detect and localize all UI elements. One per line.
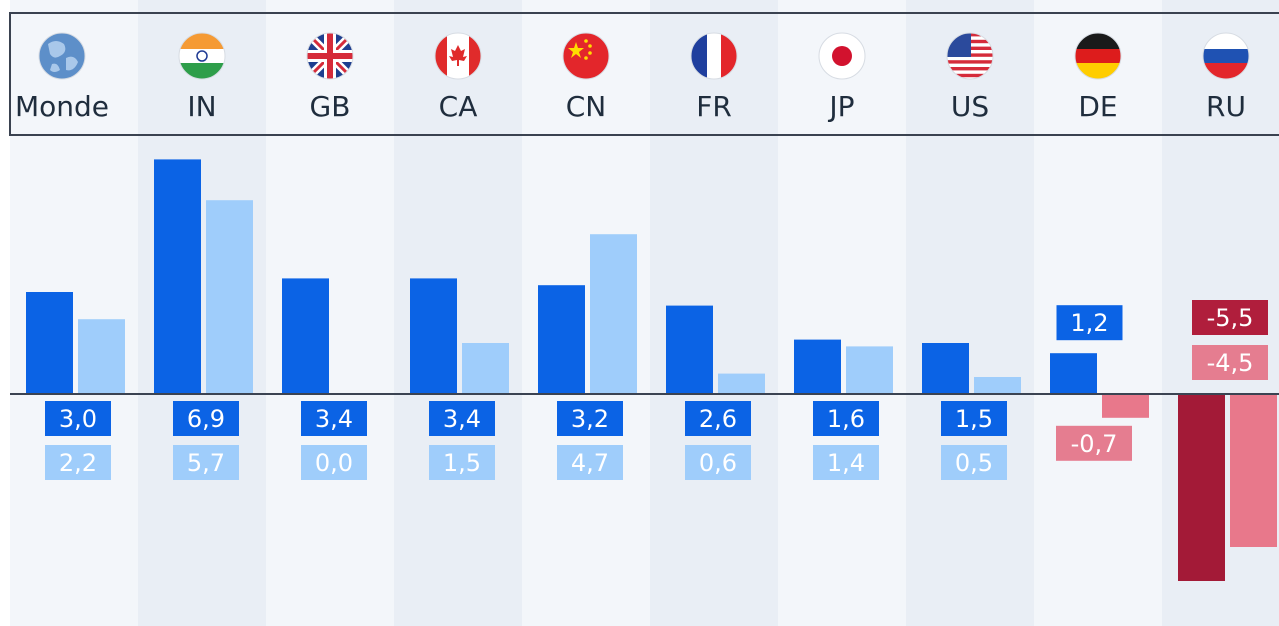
svg-text:0,5: 0,5 bbox=[955, 449, 993, 477]
svg-text:-0,7: -0,7 bbox=[1071, 430, 1118, 458]
bar-series2-de bbox=[1102, 394, 1149, 418]
bar-series1-ru bbox=[1178, 394, 1225, 581]
value-label-series1-monde: 3,0 bbox=[45, 401, 111, 436]
svg-text:1,5: 1,5 bbox=[443, 449, 481, 477]
bar-series2-us bbox=[974, 377, 1021, 394]
bar-series1-ca bbox=[410, 278, 457, 394]
bar-series1-gb bbox=[282, 278, 329, 394]
bar-series1-in bbox=[154, 159, 201, 394]
value-label-series2-ru: -4,5 bbox=[1192, 345, 1268, 380]
column-band-jp bbox=[778, 0, 906, 626]
russia-flag-icon bbox=[1202, 32, 1250, 80]
svg-text:1,6: 1,6 bbox=[827, 405, 865, 433]
bar-series1-de bbox=[1050, 353, 1097, 394]
value-label-series2-jp: 1,4 bbox=[813, 445, 879, 480]
svg-text:1,5: 1,5 bbox=[955, 405, 993, 433]
svg-text:3,0: 3,0 bbox=[59, 405, 97, 433]
value-label-series2-fr: 0,6 bbox=[685, 445, 751, 480]
svg-text:-4,5: -4,5 bbox=[1207, 349, 1254, 377]
svg-text:0,0: 0,0 bbox=[315, 449, 353, 477]
canada-flag-icon bbox=[434, 32, 482, 80]
category-label-de: DE bbox=[1078, 90, 1117, 123]
bar-series2-monde bbox=[78, 319, 125, 394]
bar-series1-us bbox=[922, 343, 969, 394]
bar-series2-in bbox=[206, 200, 253, 394]
bar-series2-jp bbox=[846, 346, 893, 394]
svg-text:4,7: 4,7 bbox=[571, 449, 609, 477]
value-label-series1-in: 6,9 bbox=[173, 401, 239, 436]
value-label-series2-us: 0,5 bbox=[941, 445, 1007, 480]
header-border bbox=[9, 12, 1279, 136]
value-label-series2-in: 5,7 bbox=[173, 445, 239, 480]
china-flag-icon bbox=[562, 32, 610, 80]
value-label-series1-fr: 2,6 bbox=[685, 401, 751, 436]
japan-flag-icon bbox=[818, 32, 866, 80]
svg-text:3,2: 3,2 bbox=[571, 405, 609, 433]
svg-text:6,9: 6,9 bbox=[187, 405, 225, 433]
value-label-series1-de: 1,2 bbox=[1056, 305, 1123, 341]
value-label-series2-de: -0,7 bbox=[1056, 425, 1132, 461]
value-label-series1-cn: 3,2 bbox=[557, 401, 623, 436]
category-label-gb: GB bbox=[310, 90, 351, 123]
bar-series2-ru bbox=[1230, 394, 1277, 547]
svg-text:1,4: 1,4 bbox=[827, 449, 865, 477]
bar-series1-fr bbox=[666, 305, 713, 394]
column-band-us bbox=[906, 0, 1034, 626]
category-label-cn: CN bbox=[566, 90, 607, 123]
uk-flag-icon bbox=[306, 32, 354, 80]
bar-series1-monde bbox=[26, 292, 73, 394]
svg-text:0,6: 0,6 bbox=[699, 449, 737, 477]
value-label-series1-us: 1,5 bbox=[941, 401, 1007, 436]
category-label-us: US bbox=[951, 90, 989, 123]
svg-text:3,4: 3,4 bbox=[443, 405, 481, 433]
category-label-fr: FR bbox=[696, 90, 732, 123]
category-label-in: IN bbox=[187, 90, 216, 123]
svg-text:3,4: 3,4 bbox=[315, 405, 353, 433]
india-flag-icon bbox=[178, 32, 226, 80]
globe-icon bbox=[38, 32, 86, 80]
value-label-series2-monde: 2,2 bbox=[45, 445, 111, 480]
category-label-ca: CA bbox=[439, 90, 478, 123]
value-label-series2-gb: 0,0 bbox=[301, 445, 367, 480]
bar-series2-ca bbox=[462, 343, 509, 394]
usa-flag-icon bbox=[946, 32, 994, 80]
value-label-series2-ca: 1,5 bbox=[429, 445, 495, 480]
category-label-ru: RU bbox=[1206, 90, 1246, 123]
category-label-jp: JP bbox=[827, 90, 854, 123]
svg-text:2,6: 2,6 bbox=[699, 405, 737, 433]
value-label-series1-gb: 3,4 bbox=[301, 401, 367, 436]
bar-series1-cn bbox=[538, 285, 585, 394]
value-label-series1-ca: 3,4 bbox=[429, 401, 495, 436]
value-label-series1-jp: 1,6 bbox=[813, 401, 879, 436]
svg-text:-5,5: -5,5 bbox=[1207, 304, 1254, 332]
bar-series2-fr bbox=[718, 373, 765, 394]
germany-flag-icon bbox=[1074, 32, 1122, 80]
bar-series1-jp bbox=[794, 339, 841, 394]
value-label-series2-cn: 4,7 bbox=[557, 445, 623, 480]
value-label-series1-ru: -5,5 bbox=[1192, 300, 1268, 335]
svg-text:5,7: 5,7 bbox=[187, 449, 225, 477]
svg-text:1,2: 1,2 bbox=[1070, 309, 1108, 337]
category-label-monde: Monde bbox=[15, 90, 109, 123]
france-flag-icon bbox=[690, 32, 738, 80]
svg-text:2,2: 2,2 bbox=[59, 449, 97, 477]
bar-series2-cn bbox=[590, 234, 637, 394]
